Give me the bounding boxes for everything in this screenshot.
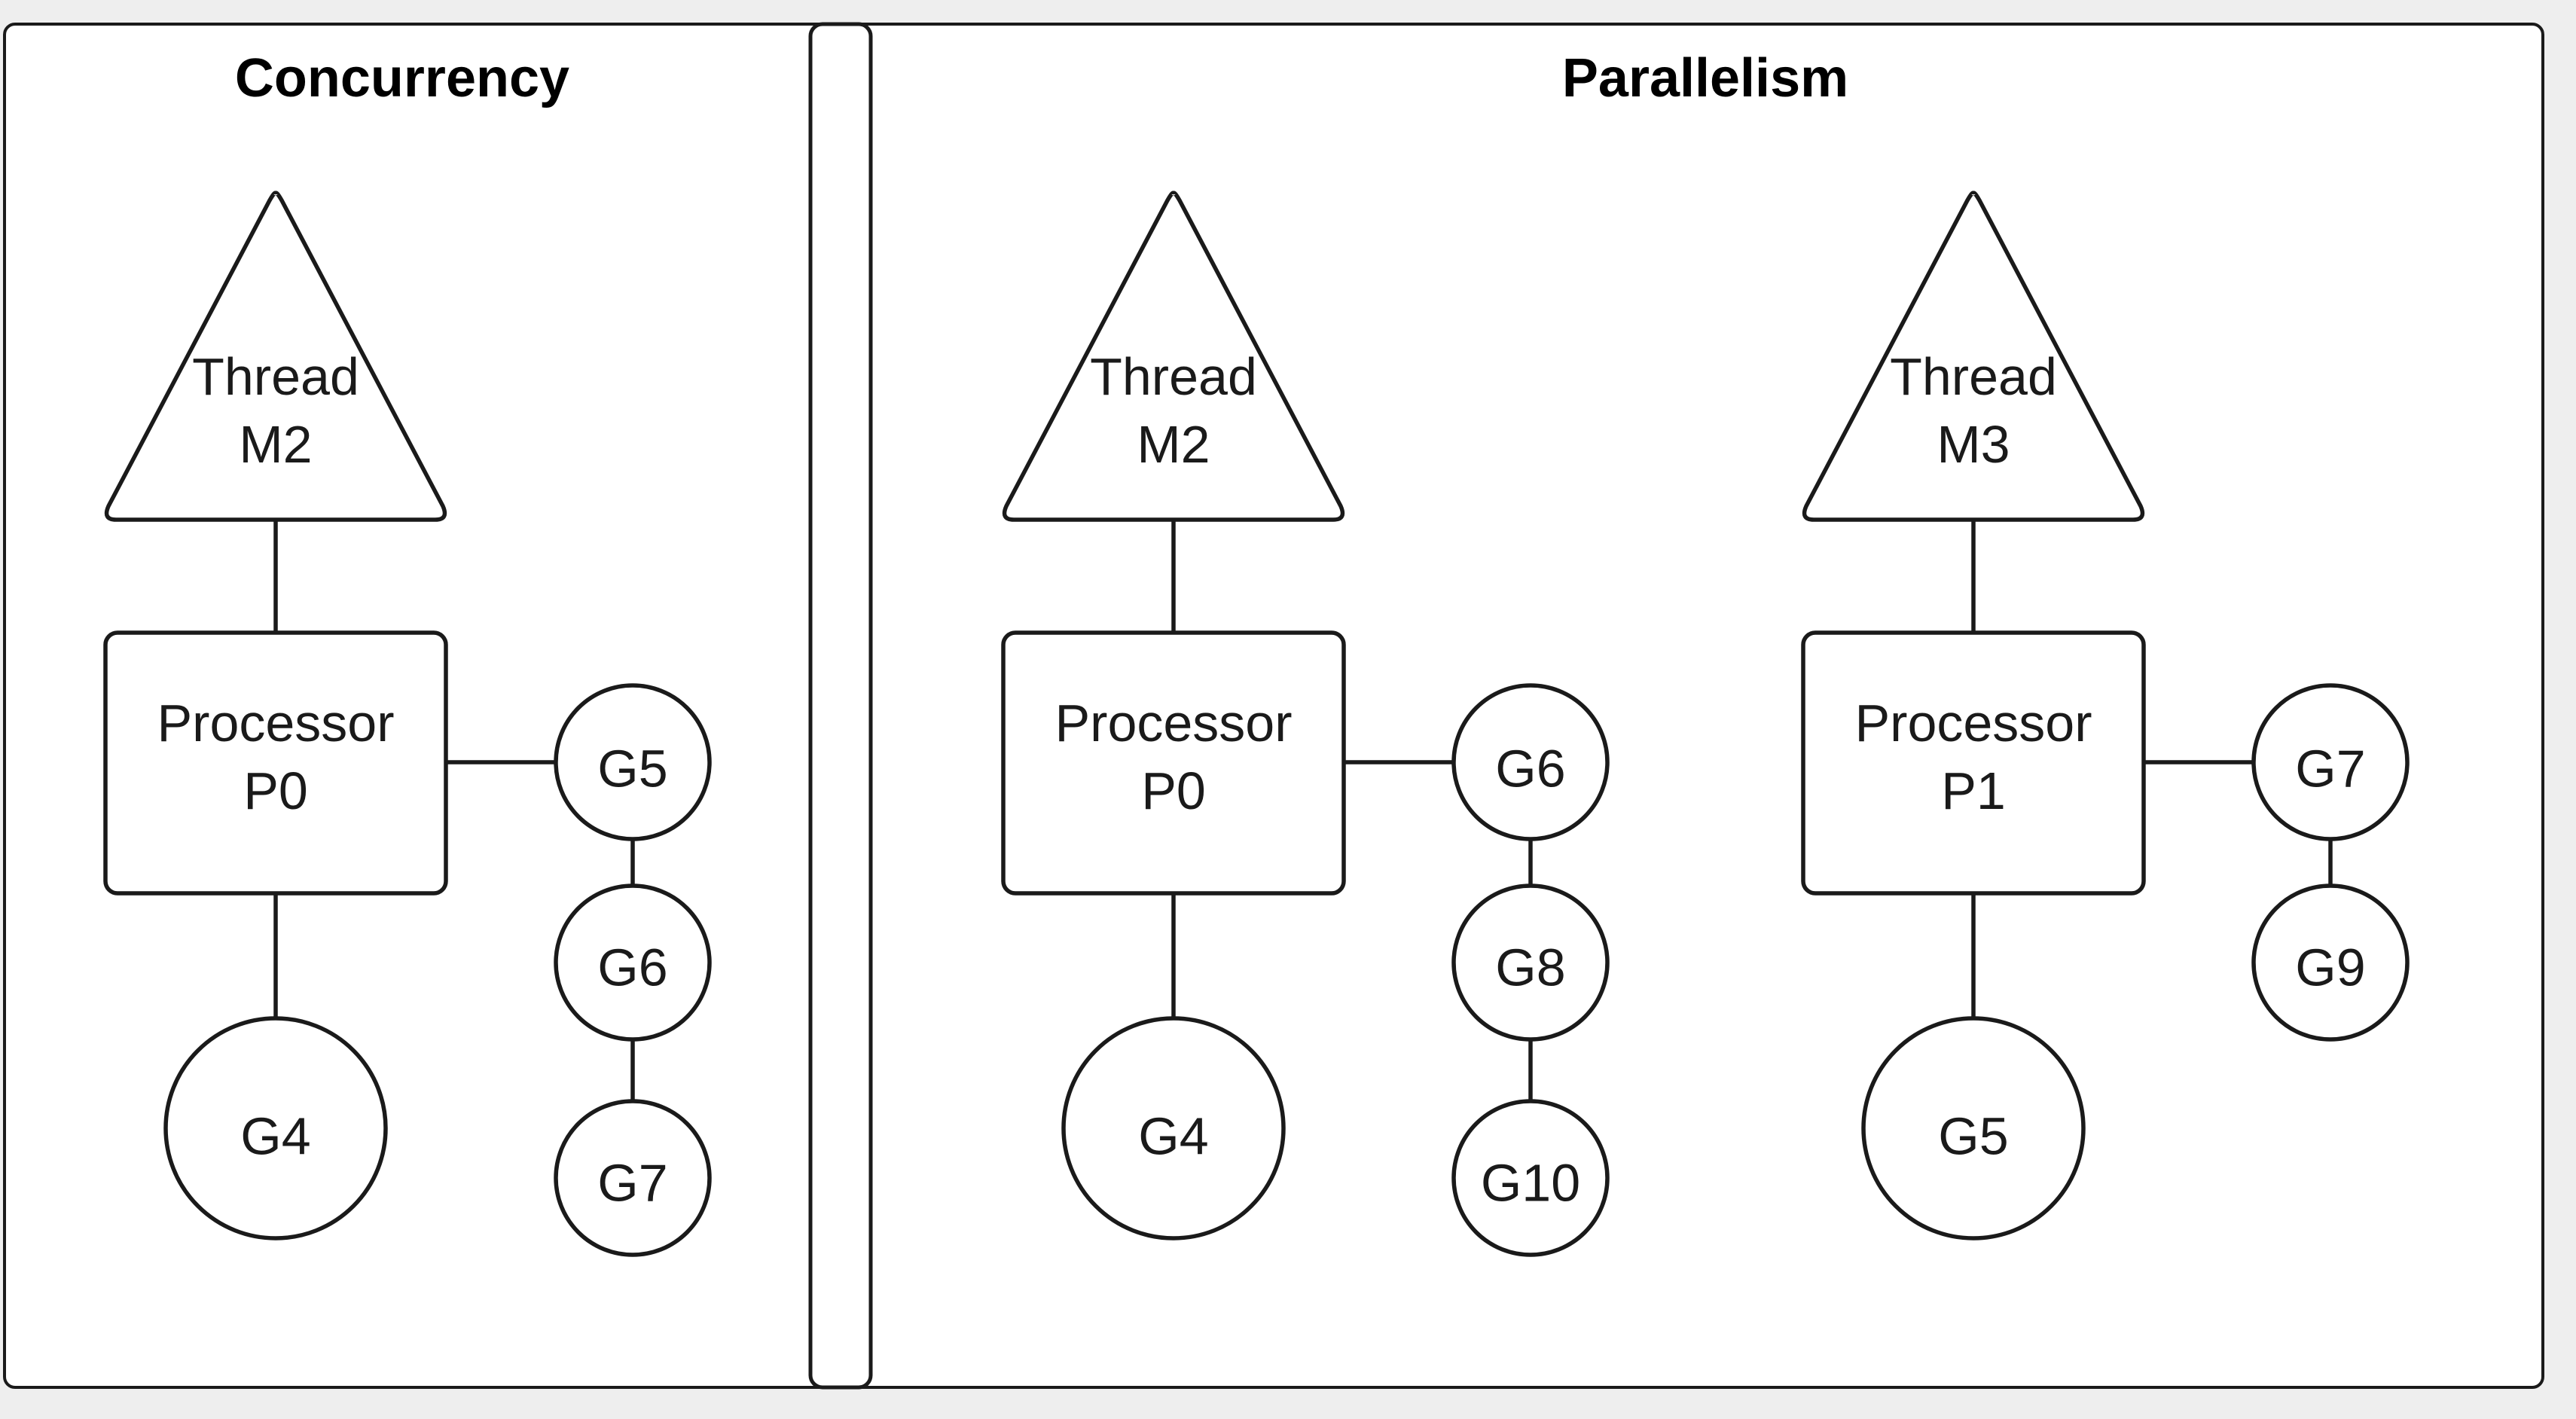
running-goroutine-circle [1861, 1016, 2086, 1240]
thread-id: M2 [1137, 415, 1210, 474]
thread-triangle-shape [1802, 191, 2145, 522]
running-goroutine-label: G5 [1938, 1106, 2008, 1165]
queued-goroutine-circle [554, 1099, 712, 1257]
thread-label: Thread [192, 347, 359, 406]
queued-goroutine-label: G6 [1495, 739, 1565, 798]
processor-id: P1 [1941, 761, 2006, 820]
parallelism-panel: Parallelism Thread M2 Processor P0 G4 G6… [1001, 48, 2410, 1257]
queued-goroutine-label: G8 [1495, 938, 1565, 996]
processor-label: Processor [1854, 694, 2092, 752]
queued-goroutine-label: G5 [597, 739, 667, 798]
processor-box [103, 630, 448, 896]
thread-triangle-shape [1002, 191, 1345, 522]
processor-id: P0 [1141, 761, 1206, 820]
queued-goroutine-circle [2251, 683, 2410, 841]
parallel-group-1: Thread M2 Processor P0 G4 G6 G8 G10 [1001, 191, 1610, 1257]
queued-goroutine-circle [1451, 883, 1610, 1042]
parallelism-title: Parallelism [1562, 48, 1848, 108]
running-goroutine-label: G4 [240, 1106, 310, 1165]
thread-triangle-shape [104, 191, 447, 522]
concurrency-title: Concurrency [235, 48, 569, 108]
processor-box [1001, 630, 1346, 896]
queued-goroutine-circle [2251, 883, 2410, 1042]
panel-separator [808, 22, 873, 1390]
concurrency-panel: Concurrency Thread M2 Processor P0 G4 G5… [103, 48, 712, 1257]
running-goroutine-circle [163, 1016, 388, 1240]
thread-label: Thread [1890, 347, 2057, 406]
parallel-group-2: Thread M3 Processor P1 G5 G7 G9 [1801, 191, 2410, 1240]
queued-goroutine-circle [554, 683, 712, 841]
queued-goroutine-circle [1451, 683, 1610, 841]
running-goroutine-label: G4 [1138, 1106, 1208, 1165]
queued-goroutine-circle [554, 883, 712, 1042]
queued-goroutine-circle [1451, 1099, 1610, 1257]
queued-goroutine-label: G6 [597, 938, 667, 996]
processor-id: P0 [243, 761, 308, 820]
queued-goroutine-label: G9 [2295, 938, 2365, 996]
queued-goroutine-label: G7 [2295, 739, 2365, 798]
queued-goroutine-label: G10 [1481, 1153, 1580, 1212]
running-goroutine-circle [1061, 1016, 1286, 1240]
thread-id: M3 [1937, 415, 2010, 474]
processor-label: Processor [1055, 694, 1292, 752]
processor-label: Processor [157, 694, 394, 752]
processor-box [1801, 630, 2146, 896]
thread-id: M2 [239, 415, 312, 474]
thread-label: Thread [1090, 347, 1257, 406]
queued-goroutine-label: G7 [597, 1153, 667, 1212]
